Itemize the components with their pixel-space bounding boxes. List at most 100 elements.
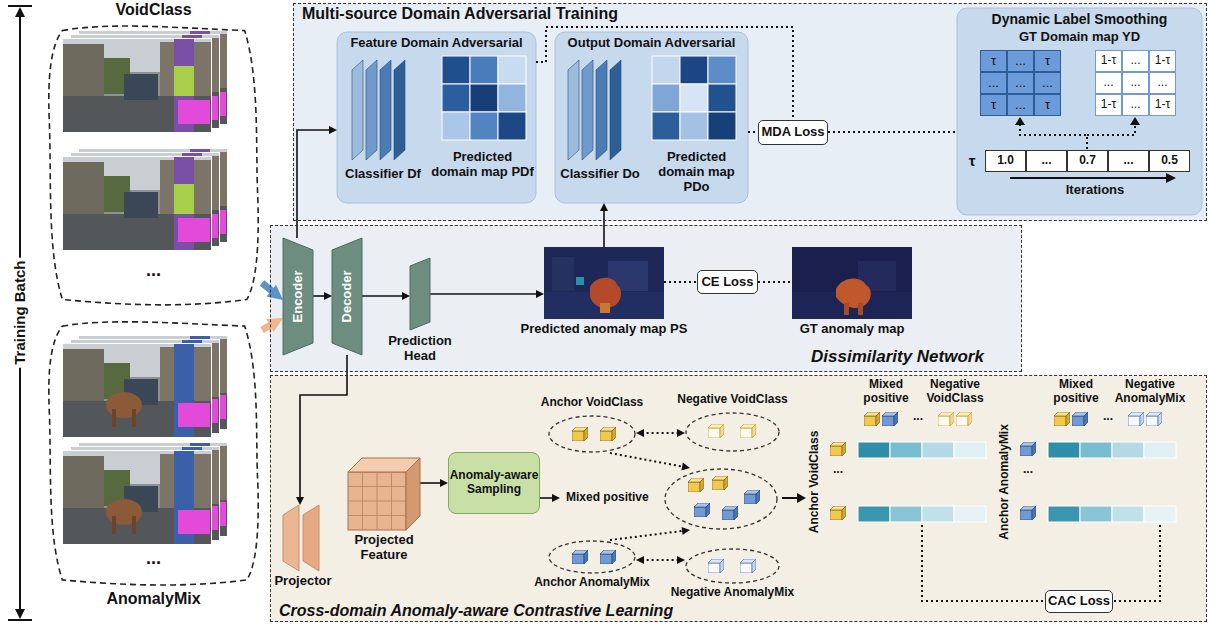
training-batch-axis: [8, 619, 32, 621]
node-text: Mixed positive: [566, 491, 662, 505]
domain-heatmap: [442, 84, 470, 112]
node-text: CE Loss: [698, 271, 757, 293]
similarity-bars: [858, 442, 1176, 522]
connector: [664, 282, 697, 283]
connector: [536, 27, 793, 120]
connector-line: [642, 559, 680, 561]
arrow-head: [681, 463, 690, 471]
domain-heatmap: [652, 84, 680, 112]
input-images: [62, 343, 212, 438]
feature-cubes: [688, 478, 704, 492]
arrow-head: [536, 290, 544, 298]
node-text: Output Domain Adversarial: [555, 36, 748, 51]
input-images: [62, 38, 212, 133]
arrow-head: [677, 429, 685, 437]
feature-cubes: [830, 442, 846, 456]
node-text: Cross-domain Anomaly-aware Contrastive L…: [279, 602, 759, 620]
connector-line: [430, 293, 538, 295]
node-text: Anomaly-aware Sampling: [449, 453, 539, 513]
connector-line: [536, 27, 793, 120]
cube-outline: [348, 458, 420, 530]
ellR-outline: [665, 469, 777, 529]
similarity-bars: [954, 442, 986, 458]
annotation-label: Negative VoidClass: [920, 378, 990, 406]
arrow-head: [552, 494, 560, 502]
annotation-label: 0.5: [1149, 150, 1190, 172]
blob-outline: [45, 318, 262, 588]
ell-outline: [548, 415, 636, 453]
annotation-label: ...: [1092, 410, 1124, 424]
annotation-label: τ: [1034, 50, 1061, 72]
section-panel: Cross-domain Anomaly-aware Contrastive L…: [270, 375, 1207, 622]
annotation-label: 1.0: [985, 150, 1026, 172]
feature-cubes: [1054, 412, 1070, 426]
feature-cubes: [1020, 442, 1036, 456]
connector: [540, 494, 560, 502]
connector-line: [610, 531, 684, 540]
decoder-block: Decoder: [332, 238, 362, 355]
annotation-label: τ: [980, 50, 1007, 72]
domain-heatmap: [652, 112, 680, 140]
domain-heatmap: [680, 56, 708, 84]
annotation-label: Training Batch: [11, 258, 28, 368]
similarity-bars: [922, 506, 954, 522]
annotation-label: ...: [1034, 72, 1061, 94]
domain-heatmap: [708, 56, 736, 84]
connector: [758, 282, 792, 283]
training-batch-axis: [15, 609, 25, 619]
connector: [748, 132, 758, 133]
anomaly-map: Predicted anomaly map PS: [544, 247, 664, 319]
annotation-label: Anchor AnomalyMix: [998, 424, 1012, 540]
node-text: VoidClass: [45, 1, 262, 19]
annotation-label: Anchor VoidClass: [808, 431, 822, 533]
node-text: ...: [45, 548, 262, 569]
feature-cube: Projected Feature: [348, 458, 420, 530]
domain-heatmap: [652, 56, 680, 84]
feature-cubes: [864, 412, 880, 426]
connector: [262, 283, 283, 300]
node-text: Predicted anomaly map PS: [504, 322, 704, 337]
feature-cubes: [572, 412, 1162, 573]
contrast-leaders: [782, 493, 1160, 601]
similarity-bars: [1112, 442, 1144, 458]
connector-line: [297, 130, 331, 238]
head-block: Prediction Head: [410, 258, 430, 330]
cube-outline: [348, 472, 406, 530]
annotation-label: ...: [1108, 150, 1149, 172]
cube-outline: [348, 515, 406, 516]
node-text: Prediction Head: [380, 334, 460, 364]
connector: [636, 556, 685, 564]
node-text: Anchor AnomalyMix: [518, 576, 666, 590]
contrast-leaders: [797, 493, 806, 503]
feature-cubes: [1146, 412, 1162, 426]
feature-cubes: [1072, 412, 1088, 426]
contrast-leaders: [782, 497, 798, 499]
ell-outline: [686, 413, 779, 451]
connector: [362, 292, 410, 300]
dls-arrows: [1020, 124, 1087, 149]
similarity-bars: [1144, 442, 1176, 458]
classifier-layers: [610, 60, 621, 160]
dls-arrows: [1130, 117, 1140, 125]
feature-cubes: [938, 412, 954, 426]
similarity-bars: [1080, 506, 1112, 522]
connector-line: [300, 355, 347, 499]
similarity-bars: [890, 506, 922, 522]
annotation-label: ...: [1007, 72, 1034, 94]
domain-heatmap: [680, 112, 708, 140]
anomaly-maps: [544, 247, 912, 319]
input-images: [62, 30, 228, 545]
node-text: GT anomaly map: [772, 322, 932, 337]
node-text: Decoder: [340, 270, 355, 322]
feature-cubes: [882, 412, 898, 426]
arrow-head: [600, 203, 608, 211]
dls-arrows: [1015, 117, 1025, 125]
loss-box: CAC Loss: [1045, 590, 1113, 613]
similarity-bars: [1080, 442, 1112, 458]
training-batch-axis: [8, 5, 32, 7]
arrow-head: [266, 318, 283, 332]
feature-cubes: [600, 427, 616, 441]
training-batch-axis: [8, 6, 32, 620]
domain-heatmap: [680, 84, 708, 112]
connector-line: [362, 295, 404, 297]
